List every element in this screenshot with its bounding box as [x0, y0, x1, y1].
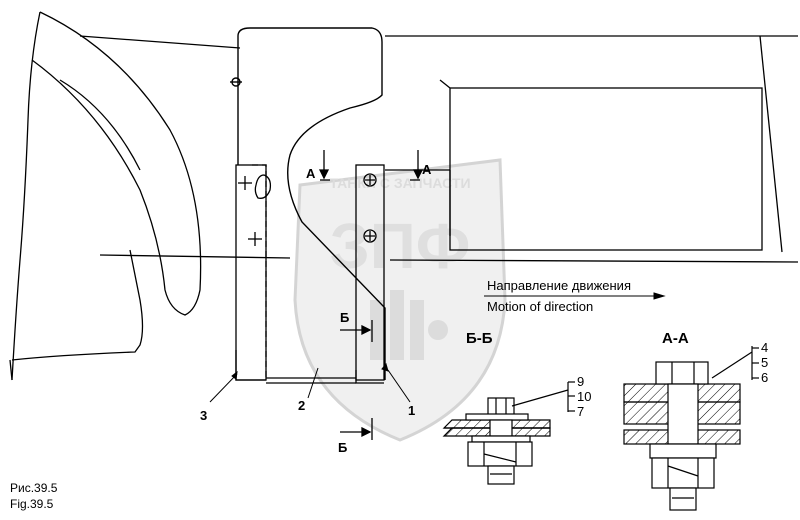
section-bb-detail: [442, 381, 575, 485]
callout-5: 5: [761, 355, 768, 370]
section-aa-detail: [623, 346, 759, 511]
callout-4: 4: [761, 340, 768, 355]
direction-arrow: [484, 292, 666, 300]
callout-7: 7: [577, 404, 584, 419]
callout-10: 10: [577, 389, 591, 404]
bolt-head-upper: [363, 173, 377, 187]
callout-3: 3: [200, 408, 207, 423]
caption-en: Fig.39.5: [10, 497, 54, 511]
strip-bottom: [266, 377, 356, 384]
bolt-head-lower: [363, 229, 377, 243]
direction-label-ru: Направление движения: [487, 278, 631, 293]
bracket-left: [235, 164, 272, 381]
watermark-emblem: [370, 290, 448, 360]
callout-9: 9: [577, 374, 584, 389]
section-aa-title: А-А: [662, 330, 689, 347]
watermark-logo-text: ЗПФ: [330, 210, 471, 282]
direction-label-en: Motion of direction: [487, 299, 593, 314]
callout-2: 2: [298, 398, 305, 413]
callout-1: 1: [408, 403, 415, 418]
section-a-marks: [318, 150, 424, 181]
callout-leaders: [209, 362, 411, 403]
section-a-label-right: А: [422, 162, 432, 177]
caption-ru: Рис.39.5: [10, 481, 58, 495]
frame-lines: [79, 35, 799, 263]
section-a-label-left: А: [306, 166, 316, 181]
mudflap: [230, 27, 386, 380]
section-b-marks: [340, 320, 373, 440]
section-b-label-lower: Б: [338, 440, 347, 455]
watermark: ТАНКИ С ЗАПЧАСТИ ЗПФ: [293, 158, 507, 442]
section-bb-title: Б-Б: [466, 330, 493, 347]
callout-6: 6: [761, 370, 768, 385]
cab-window: [439, 79, 763, 251]
section-b-label-upper: Б: [340, 310, 349, 325]
fender: [9, 11, 202, 381]
